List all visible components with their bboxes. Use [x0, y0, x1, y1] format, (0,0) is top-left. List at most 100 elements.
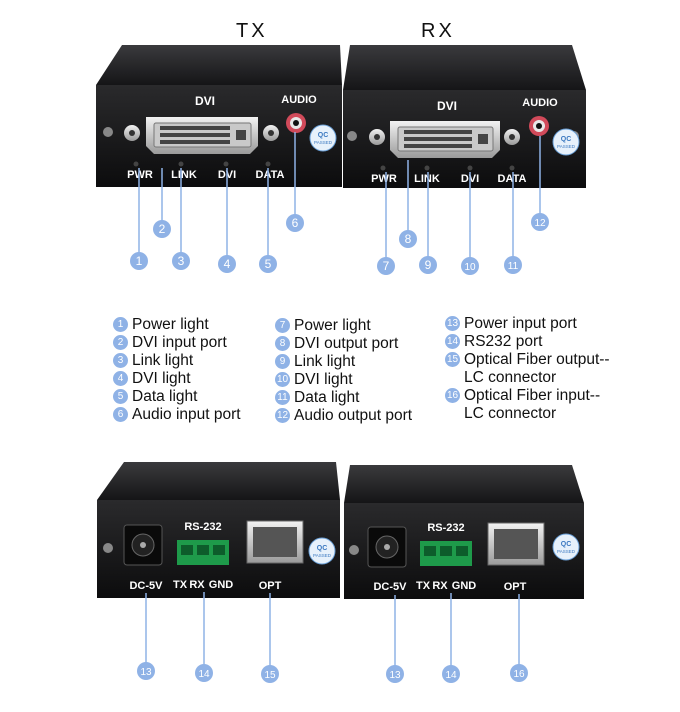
legend-item-text: RS232 port: [464, 333, 543, 350]
callout-circle-icon: [531, 213, 549, 231]
legend-item-text: Optical Fiber output-- LC connector: [464, 351, 610, 386]
callout-5: 5: [259, 255, 277, 273]
callout-number: 5: [265, 257, 272, 271]
rx-front-top-cover: [343, 45, 586, 90]
rx-link-label: LINK: [414, 173, 440, 185]
callout-13: 13: [386, 665, 404, 683]
rx-front-device: DVI AUDIO QC PASSED PWR LINK DVI DATA: [343, 45, 586, 188]
screw-icon: [103, 543, 113, 553]
rx-rear-device: RS-232 QC PASSED DC-5V TX RX GND OPT: [344, 465, 584, 599]
callout-number: 13: [389, 670, 401, 681]
dvi-pins-icon: [404, 130, 488, 148]
legend-item: 10 DVI light: [275, 371, 412, 389]
callout-4: 4: [218, 255, 236, 273]
callout-number-icon: 1: [113, 317, 128, 332]
svg-text:PASSED: PASSED: [557, 144, 576, 149]
legend-item-text: Audio output port: [294, 407, 413, 424]
callout-number: 2: [159, 222, 166, 236]
legend-item-text: Link light: [132, 352, 194, 369]
callout-number-icon: 15: [445, 352, 460, 367]
callout-number: 13: [140, 667, 152, 678]
legend-item: 4 DVI light: [113, 370, 241, 388]
tx-data-label: DATA: [256, 169, 285, 181]
rx-rs232-label: RS-232: [427, 522, 464, 534]
callout-number-icon: 4: [113, 371, 128, 386]
callout-circle-icon: [130, 252, 148, 270]
callout-number-icon: 8: [275, 336, 290, 351]
callout-circle-icon: [286, 214, 304, 232]
callout-circle-icon: [461, 257, 479, 275]
callout-1: 1: [130, 252, 148, 270]
rx-gnd-pin-label: GND: [452, 580, 477, 592]
callout-number: 14: [198, 669, 210, 680]
legend-item-text: Link light: [294, 353, 356, 370]
callout-number-icon: 5: [113, 389, 128, 404]
rx-data-label: DATA: [498, 173, 527, 185]
legend-item-text: Data light: [294, 389, 360, 406]
rx-tx-pin-label: TX: [416, 580, 431, 592]
callout-7: 7: [377, 257, 395, 275]
tx-gnd-pin-label: GND: [209, 579, 234, 591]
callout-number: 10: [464, 262, 476, 273]
dvi-pins-icon: [160, 126, 246, 144]
callout-16: 16: [510, 664, 528, 682]
qc-sticker-icon: [309, 124, 337, 152]
rx-rear-top-cover: [344, 465, 584, 503]
callout-11: 11: [504, 256, 522, 274]
callout-number: 16: [513, 669, 525, 680]
callout-circle-icon: [195, 664, 213, 682]
callout-number: 1: [136, 254, 143, 268]
tx-link-label: LINK: [171, 169, 197, 181]
tx-dvi-label: DVI: [195, 94, 215, 108]
tx-dc5v-label: DC-5V: [129, 580, 163, 592]
rx-pwr-led-icon: [380, 165, 386, 171]
callout-number: 8: [405, 232, 412, 246]
legend-item-text: Power light: [294, 317, 371, 334]
callout-circle-icon: [259, 255, 277, 273]
svg-text:QC: QC: [561, 136, 572, 143]
tx-audio-label: AUDIO: [281, 94, 317, 106]
legend-item-text: DVI light: [132, 370, 191, 387]
rx-pwr-label: PWR: [371, 173, 397, 185]
rx-opt-label: OPT: [504, 581, 527, 593]
legend-item: 7 Power light: [275, 317, 412, 335]
callout-circle-icon: [504, 256, 522, 274]
callout-2: 2: [153, 220, 171, 238]
leader-lines: [138, 132, 541, 666]
callout-9: 9: [419, 256, 437, 274]
legend-item-text: Audio input port: [132, 406, 241, 423]
tx-rear-device: RS-232 QC PASSED DC-5V TX RX GND OPT: [97, 462, 340, 598]
svg-text:PASSED: PASSED: [314, 140, 333, 145]
callout-circle-icon: [172, 252, 190, 270]
rx-audio-label: AUDIO: [522, 97, 558, 109]
callout-number: 15: [264, 670, 276, 681]
legend-item: 5 Data light: [113, 388, 241, 406]
tx-tx-pin-label: TX: [173, 579, 188, 591]
callout-6: 6: [286, 214, 304, 232]
callout-number-icon: 10: [275, 372, 290, 387]
callout-number-icon: 7: [275, 318, 290, 333]
svg-text:QC: QC: [561, 541, 572, 548]
tx-front-device: DVI AUDIO QC PASSED PWR LINK DVI: [96, 45, 342, 187]
callout-number-icon: 6: [113, 407, 128, 422]
tx-dvi-led-icon: [223, 161, 229, 167]
callout-number: 9: [425, 258, 432, 272]
rx-data-led-icon: [509, 165, 515, 171]
qc-sticker-icon: [308, 537, 336, 565]
callout-number-icon: 12: [275, 408, 290, 423]
screw-icon: [347, 131, 357, 141]
callout-circle-icon: [137, 662, 155, 680]
legend-item-text: DVI light: [294, 371, 353, 388]
callout-number: 6: [292, 216, 299, 230]
legend-item-text: Data light: [132, 388, 198, 405]
callout-circle-icon: [218, 255, 236, 273]
